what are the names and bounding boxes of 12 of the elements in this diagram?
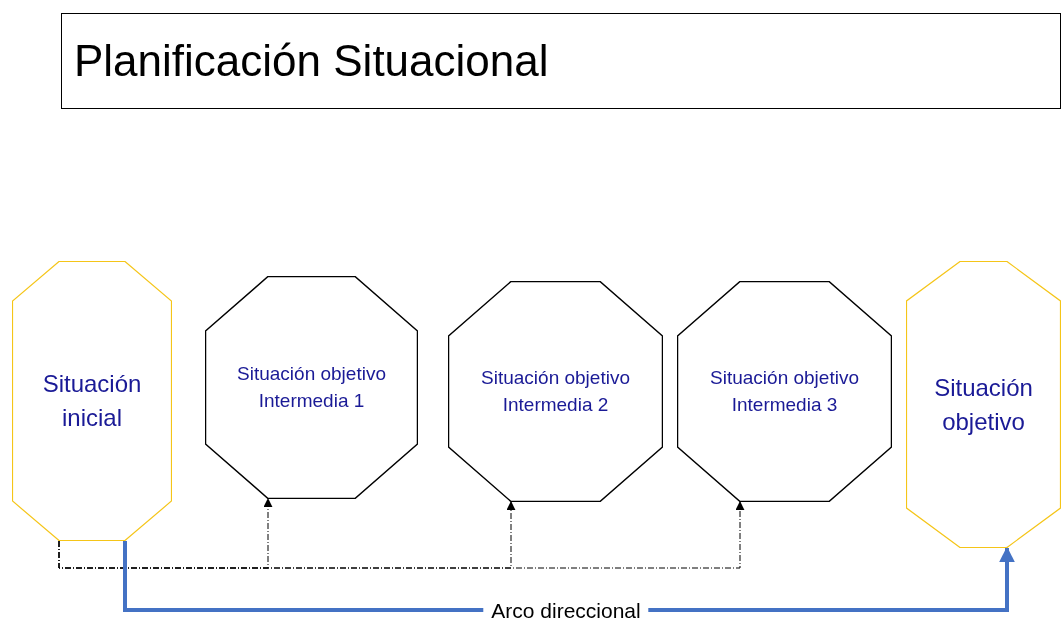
node-label: Situación objetivo Intermedia 1 (236, 361, 387, 413)
octagon-node (677, 281, 892, 502)
node-label: Situación objetivo Intermedia 3 (709, 365, 860, 417)
octagon-node (448, 281, 663, 502)
node-label: Situación objetivo Intermedia 2 (480, 365, 631, 417)
connector-arrow (58, 501, 745, 569)
node-label: Situación inicial (41, 369, 143, 433)
octagon-node (906, 261, 1061, 548)
node-label: Situación objetivo (933, 372, 1034, 437)
octagon-node (12, 261, 172, 541)
octagon-node (205, 276, 418, 499)
title: Planificación Situacional (74, 35, 549, 87)
